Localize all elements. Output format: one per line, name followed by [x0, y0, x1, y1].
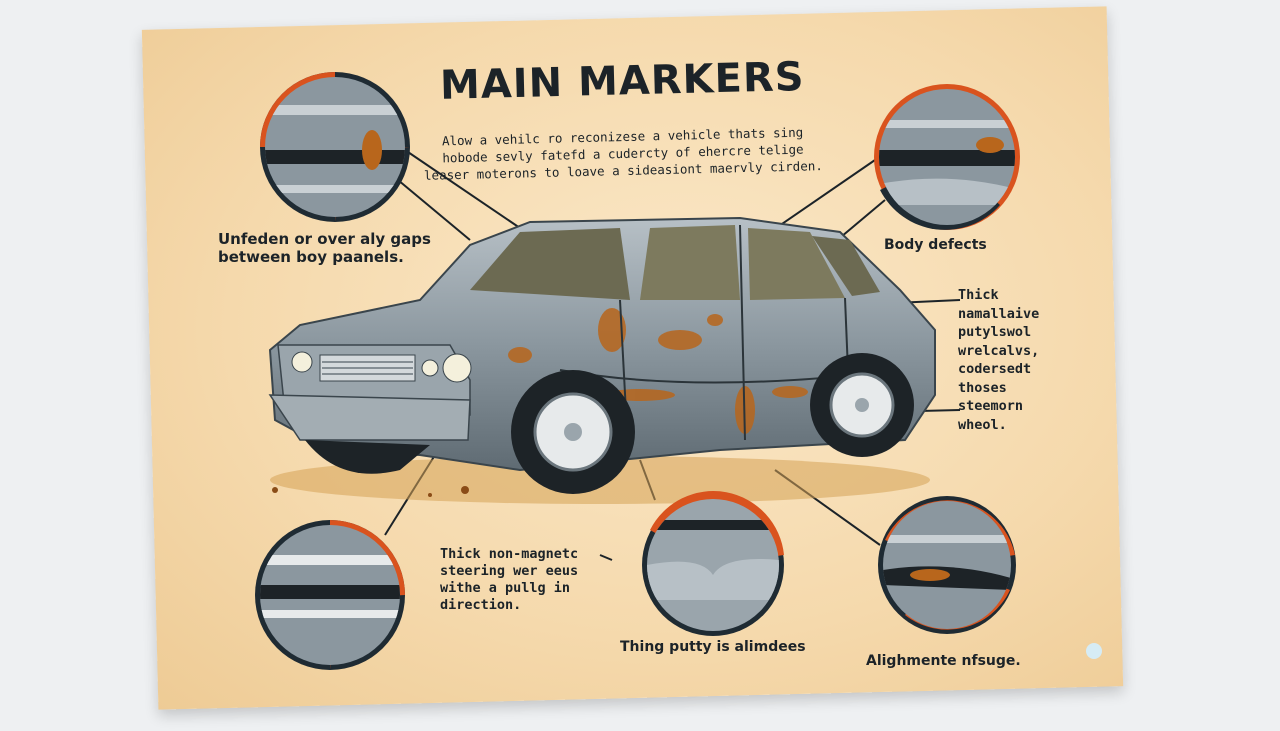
- label-thin-putty: Thing putty is alimdees: [620, 639, 806, 655]
- label-alignment: Alighmente nfsuge.: [866, 653, 1021, 669]
- damaged-sedan-illustration: [268, 216, 936, 504]
- body-defect-inset-icon: [874, 84, 1020, 230]
- panel-gap-inset-icon: [260, 72, 410, 222]
- label-body-defects: Body defects: [884, 237, 987, 253]
- poster-subtitle: Alow a vehilc ro reconizese a vehicle th…: [423, 124, 823, 183]
- label-panel-gaps: Unfeden or over aly gaps between boy paa…: [218, 230, 431, 266]
- label-thick-putty: Thick namallaive putylswol wrelcalvs, co…: [958, 287, 1040, 433]
- front-wheel: [511, 370, 635, 494]
- label-steering: Thick non-magnetc steering wer eeus with…: [440, 546, 579, 613]
- alignment-inset-icon: [878, 496, 1016, 634]
- rear-wheel: [810, 353, 914, 457]
- side-panel-inset-icon: [255, 520, 405, 670]
- dent-inset-icon: [642, 491, 784, 636]
- poster-title: MAIN MARKERS: [439, 53, 806, 109]
- corner-dot: [1086, 643, 1102, 659]
